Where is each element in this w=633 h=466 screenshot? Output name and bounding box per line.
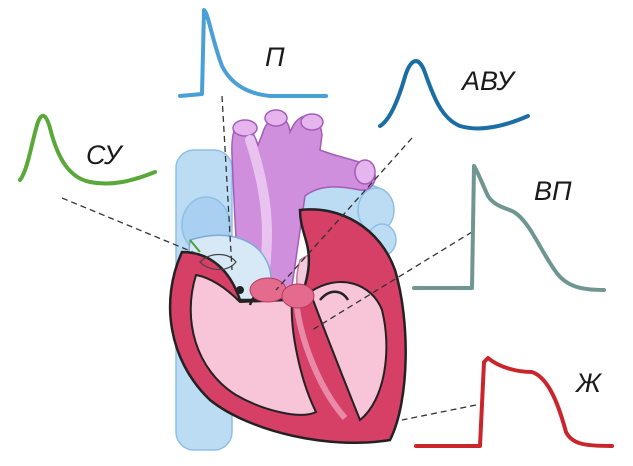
label-ventricles: Ж [574,368,603,398]
his-purkinje-trace [414,166,604,290]
heart-anatomy-icon [170,110,406,450]
leader-ventricle [402,405,476,420]
label-his-purkinje: ВП [534,176,572,206]
av-node-mark [250,278,286,302]
atria-trace [180,10,326,96]
label-av-node: АВУ [460,66,517,96]
label-atria: П [265,42,285,72]
label-sa-node: СУ [86,140,124,170]
